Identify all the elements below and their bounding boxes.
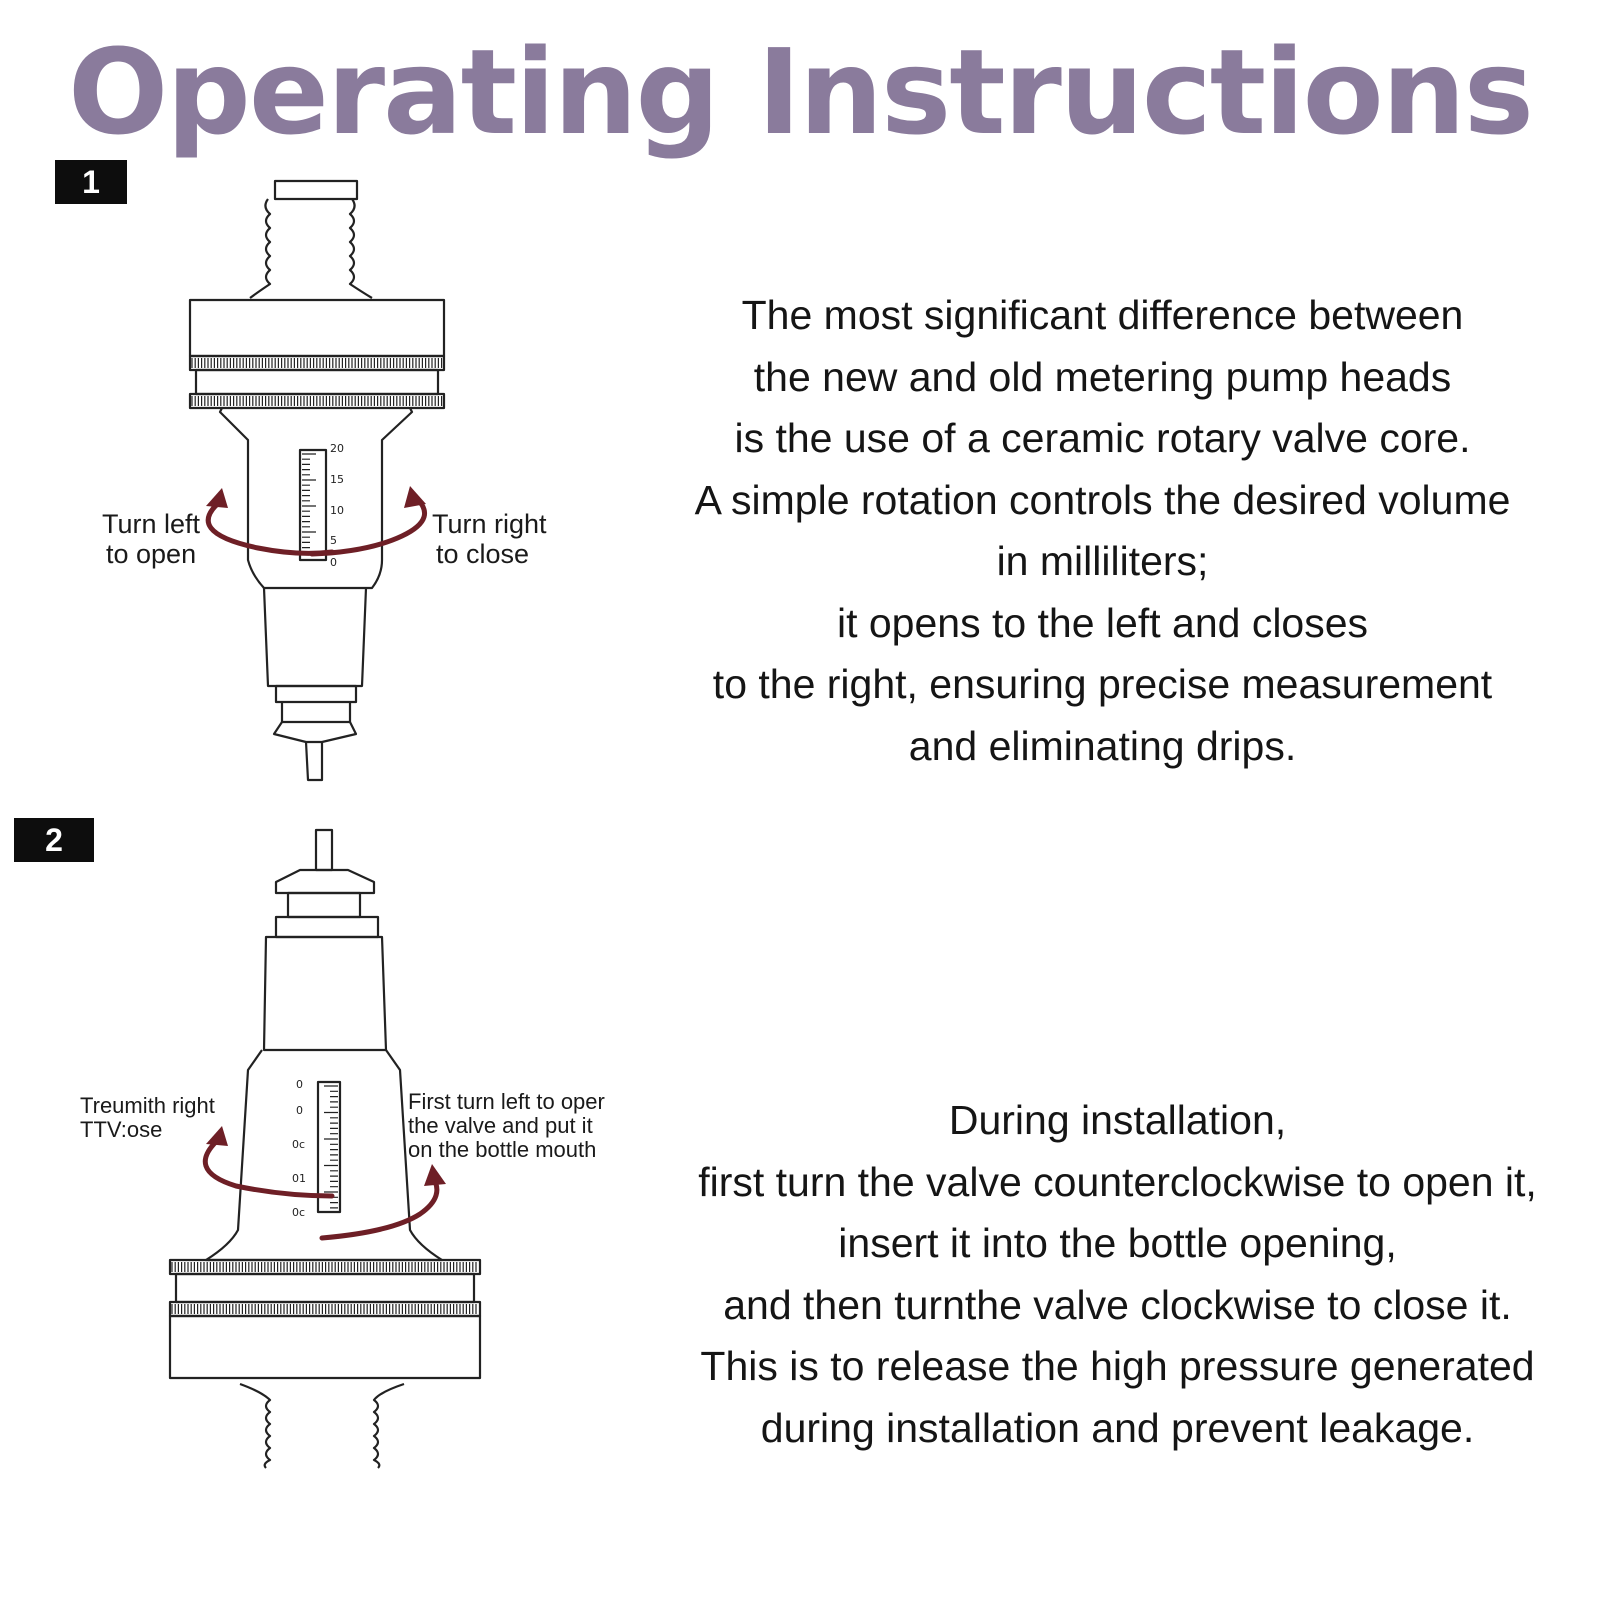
step-1-badge: 1 xyxy=(55,160,127,204)
scale-tick-label: 20 xyxy=(330,442,344,455)
text-line: and eliminating drips. xyxy=(908,722,1297,769)
rotation-arrow-right-1 xyxy=(309,493,427,557)
arrowhead-icon xyxy=(424,1164,446,1186)
scale-tick-label: 0 xyxy=(296,1078,303,1091)
text-line: A simple rotation controls the desired v… xyxy=(694,476,1511,523)
text-line: is the use of a ceramic rotary valve cor… xyxy=(734,415,1471,461)
scale-tick-label: 10 xyxy=(330,504,344,517)
nozzle xyxy=(272,721,358,744)
graduated-body xyxy=(218,407,414,590)
turn-left-open-label: Turn left to open xyxy=(102,509,201,569)
text-line: in milliliters; xyxy=(996,538,1209,584)
arrowhead-icon xyxy=(206,488,228,508)
page-title: Operating Instructions xyxy=(68,23,1534,161)
scale-tick-label: 0c xyxy=(292,1206,305,1219)
scale-tick-label: 5 xyxy=(330,534,337,547)
step-2-badge: 2 xyxy=(14,818,94,862)
suction-tube-thread-left-2 xyxy=(239,1382,272,1469)
text-line: insert it into the bottle opening, xyxy=(838,1220,1397,1266)
text-line: The most significant difference between xyxy=(741,292,1464,338)
scale-tick-label: 0c xyxy=(292,1138,305,1151)
scale-tick-label: 0 xyxy=(296,1104,303,1117)
suction-tube-thread-right xyxy=(348,198,373,299)
scale-tick-label: 15 xyxy=(330,473,344,486)
text-line: the new and old metering pump heads xyxy=(753,353,1452,400)
turn-right-close-label: Turn right to close xyxy=(432,509,547,569)
step-1-description: The most significant difference between … xyxy=(645,285,1560,777)
text-line: during installation and prevent leakage. xyxy=(760,1404,1475,1451)
first-turn-left-label: First turn left to oper the valve and pu… xyxy=(408,1089,605,1162)
arrowhead-icon xyxy=(404,486,426,508)
suction-tube-thread-left xyxy=(249,198,272,299)
step-2-description: During installation, first turn the valv… xyxy=(655,1090,1580,1459)
pump-head-diagram-2 xyxy=(168,828,482,1469)
rotation-arrow-left-1 xyxy=(205,497,335,556)
text-line: During installation, xyxy=(948,1097,1287,1143)
suction-tube-thread-right-2 xyxy=(372,1382,405,1469)
rotation-arrow-left-2 xyxy=(202,1135,335,1199)
text-line: and then turnthe valve clockwise to clos… xyxy=(723,1281,1512,1328)
turn-right-close-label-2: Treumith right TTV:ose xyxy=(80,1093,215,1142)
scale-tick-label: 01 xyxy=(292,1172,306,1185)
text-line: it opens to the left and closes xyxy=(836,599,1369,646)
text-line: to the right, ensuring precise measureme… xyxy=(712,661,1493,707)
text-line: This is to release the high pressure gen… xyxy=(700,1343,1535,1389)
arrowhead-icon xyxy=(206,1126,228,1146)
text-line: first turn the valve counterclockwise to… xyxy=(698,1158,1537,1205)
pump-head-diagram-1 xyxy=(188,179,446,782)
scale-tick-label: 0 xyxy=(330,556,337,569)
rotation-arrow-right-2 xyxy=(319,1173,440,1241)
